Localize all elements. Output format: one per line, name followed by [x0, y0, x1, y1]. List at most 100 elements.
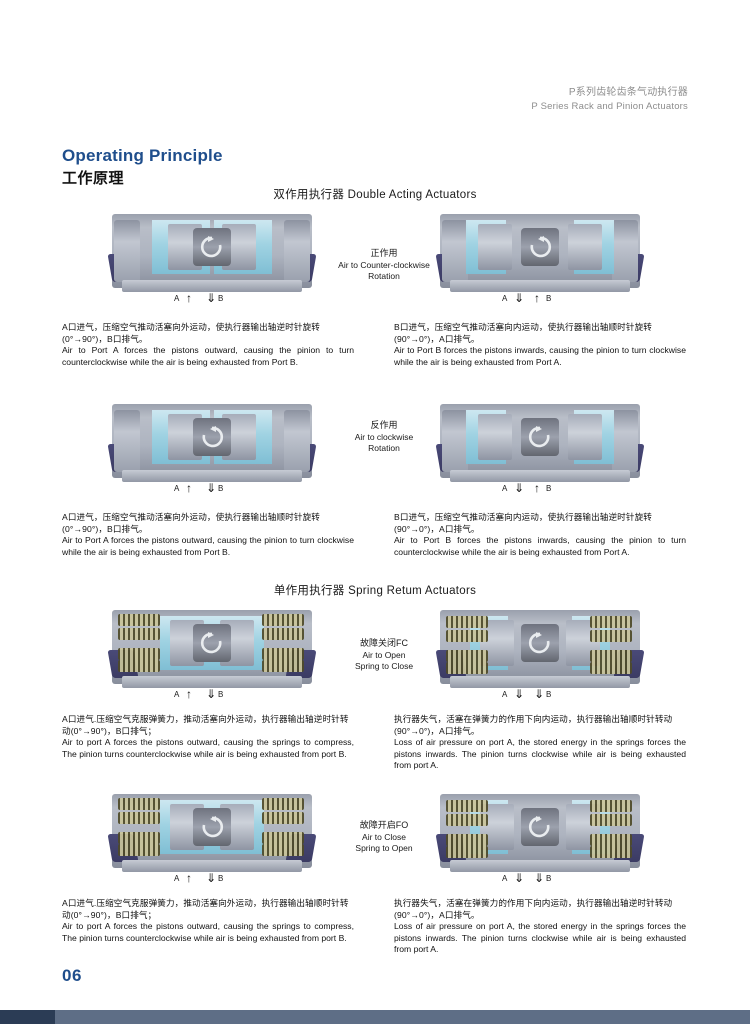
annotation-cn: 正作用 — [370, 248, 398, 258]
spring-coil — [262, 614, 304, 626]
port-a-label: A — [502, 690, 508, 699]
spring-coil — [262, 832, 304, 844]
port-b-flow-arrow: ↑ — [534, 481, 540, 495]
footer-bar — [0, 1010, 750, 1024]
end-cap-right — [284, 220, 310, 282]
spring-pack-right — [262, 798, 306, 856]
spring-coil — [590, 630, 632, 642]
annotation-cn: 反作用 — [370, 420, 398, 430]
figure-double-acting-port-b: ⇓ A ↑ B — [435, 208, 645, 304]
spring-pack-left — [446, 614, 490, 674]
port-markers: ↑ A ⇓ B — [112, 688, 312, 708]
spring-coil — [262, 812, 304, 824]
port-a-flow-arrow: ↑ — [186, 291, 192, 305]
port-a-flow-arrow: ↑ — [186, 481, 192, 495]
port-a-flow-arrow: ⇓ — [514, 871, 525, 885]
caption-cn: A口进气.压缩空气克服弹簧力，推动活塞向外运动，执行器输出轴顺时针转动(0°→9… — [62, 898, 349, 920]
section-heading-cn: 双作用执行器 — [273, 189, 345, 201]
port-b-flow-arrow: ⇓ — [206, 291, 217, 305]
annotation-en-line2: Spring to Close — [354, 661, 414, 671]
end-cap-left — [442, 410, 468, 472]
port-b-label: B — [546, 294, 552, 303]
actuator-diagram: ⇓ A ⇓ B — [435, 788, 645, 884]
annotation-reverse-acting: 反作用 Air to clockwise Rotation — [330, 420, 438, 455]
pinion-gear — [521, 418, 559, 456]
annotation-fail-open: 故障开启FO Air to Close Spring to Open — [330, 820, 438, 855]
caption-double-acting-reverse-port-a: A口进气，压缩空气推动活塞向外运动，使执行器输出轴顺时针旋转(0°→90°)，B… — [62, 512, 354, 558]
section-heading-cn: 单作用执行器 — [273, 585, 345, 597]
port-a-flow-arrow: ⇓ — [514, 291, 525, 305]
caption-en: Air to port A forces the pistons outward… — [62, 737, 354, 759]
port-b-label: B — [218, 874, 224, 883]
caption-cn: B口进气，压缩空气推动活塞向内运动，使执行器输出轴顺时针旋转(90°→0°)，A… — [394, 322, 652, 344]
page-number: 06 — [62, 966, 82, 985]
spring-pack-left — [118, 614, 162, 672]
spring-coil — [446, 630, 488, 642]
caption-cn: A口进气.压缩空气克服弹簧力，推动活塞向外运动，执行器输出轴逆时针转动(0°→9… — [62, 714, 349, 736]
annotation-en-line1: Air to clockwise — [354, 431, 414, 442]
port-b-flow-arrow: ⇓ — [534, 871, 545, 885]
port-markers: ⇓ A ⇓ B — [440, 688, 640, 708]
actuator-diagram: ⇓ A ↑ B — [435, 208, 645, 304]
spring-pack-right — [590, 614, 634, 674]
port-b-flow-arrow: ⇓ — [534, 687, 545, 701]
port-markers: ↑ A ⇓ B — [112, 482, 312, 502]
annotation-en-line2: Rotation — [368, 443, 400, 453]
spring-coil — [590, 846, 632, 858]
section-heading-en: Double Acting Actuators — [347, 189, 477, 201]
port-a-label: A — [174, 874, 180, 883]
port-markers: ⇓ A ⇓ B — [440, 872, 640, 892]
annotation-en-line1: Air to Counter-clockwise — [338, 259, 430, 270]
caption-double-acting-port-b: B口进气，压缩空气推动活塞向内运动，使执行器输出轴顺时针旋转(90°→0°)，A… — [394, 322, 686, 368]
spring-coil — [118, 614, 160, 626]
spring-coil — [446, 814, 488, 826]
caption-spring-return-fc-spring: 执行器失气，活塞在弹簧力的作用下向内运动，执行器输出轴顺时针转动(90°→0°)… — [394, 714, 686, 772]
figure-spring-return-fc-spring: ⇓ A ⇓ B — [435, 604, 645, 700]
figure-spring-return-fo-air: ↑ A ⇓ B — [107, 788, 317, 884]
port-b-flow-arrow: ⇓ — [206, 687, 217, 701]
figure-double-acting-reverse-port-b: ⇓ A ↑ B — [435, 398, 645, 494]
spring-coil — [118, 798, 160, 810]
annotation-en-line1: Air to Open — [362, 649, 406, 660]
spring-coil — [446, 834, 488, 846]
caption-cn: B口进气，压缩空气推动活塞向内运动，使执行器输出轴逆时针旋转(90°→0°)，A… — [394, 512, 652, 534]
annotation-en-line2: Spring to Open — [355, 843, 413, 853]
caption-cn: 执行器失气，活塞在弹簧力的作用下向内运动，执行器输出轴逆时针转动(90°→0°)… — [394, 898, 673, 920]
spring-coil — [262, 660, 304, 672]
pinion-gear — [521, 624, 559, 662]
figure-double-acting-port-a: ↑ A ⇓ B — [107, 208, 317, 304]
caption-spring-return-fo-air: A口进气.压缩空气克服弹簧力，推动活塞向外运动，执行器输出轴顺时针转动(0°→9… — [62, 898, 354, 944]
end-cap-right — [612, 220, 638, 282]
spring-pack-right — [590, 798, 634, 858]
figure-double-acting-reverse-port-a: ↑ A ⇓ B — [107, 398, 317, 494]
actuator-diagram: ↑ A ⇓ B — [107, 208, 317, 304]
page-title-cn: 工作原理 — [62, 170, 125, 187]
port-markers: ↑ A ⇓ B — [112, 292, 312, 312]
port-markers: ⇓ A ↑ B — [440, 292, 640, 312]
port-b-flow-arrow: ⇓ — [206, 871, 217, 885]
pinion-gear — [521, 808, 559, 846]
spring-coil — [446, 650, 488, 662]
actuator-diagram: ↑ A ⇓ B — [107, 604, 317, 700]
running-header: P系列齿轮齿条气动执行器 P Series Rack and Pinion Ac… — [531, 86, 688, 114]
page-title-en: Operating Principle — [62, 146, 223, 165]
rack-rail — [122, 676, 302, 688]
port-b-label: B — [218, 690, 224, 699]
actuator-diagram: ↑ A ⇓ B — [107, 788, 317, 884]
pinion-gear — [193, 624, 231, 662]
port-a-label: A — [502, 874, 508, 883]
annotation-cn: 故障开启FO — [359, 820, 409, 830]
section-heading-en: Spring Retum Actuators — [348, 585, 477, 597]
piston-right — [568, 224, 602, 270]
port-a-flow-arrow: ⇓ — [514, 481, 525, 495]
spring-coil — [118, 844, 160, 856]
running-header-cn: P系列齿轮齿条气动执行器 — [568, 87, 688, 98]
spring-coil — [590, 814, 632, 826]
port-markers: ⇓ A ↑ B — [440, 482, 640, 502]
figure-spring-return-fo-spring: ⇓ A ⇓ B — [435, 788, 645, 884]
pinion-gear — [521, 228, 559, 266]
caption-en: Air to Port A forces the pistons outward… — [62, 345, 354, 367]
spring-coil — [262, 648, 304, 660]
rack-rail — [450, 470, 630, 482]
spring-pack-right — [262, 614, 306, 672]
